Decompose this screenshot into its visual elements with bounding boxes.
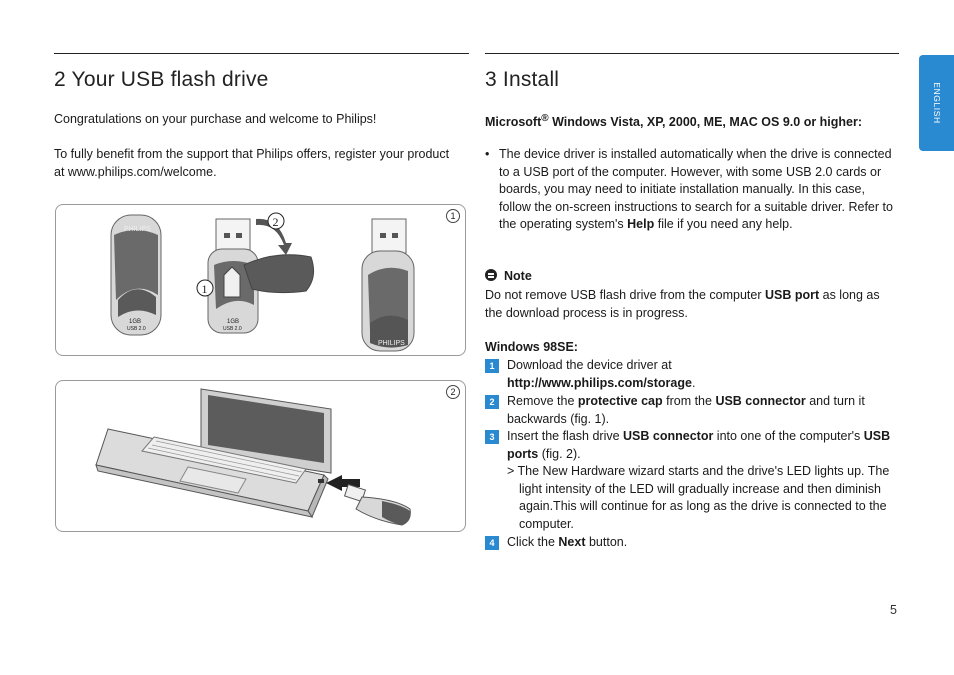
note-text-b: as long as the download process is in pr… [485, 288, 880, 320]
step-4-next: Next [558, 535, 586, 549]
step-3-text-a: Insert the flash drive [507, 429, 624, 443]
usb-text-2: USB 2.0 [223, 326, 242, 332]
note-heading: Note [485, 268, 900, 286]
section-heading-usb-drive: 2 Your USB flash drive [54, 68, 269, 91]
page-number: 5 [890, 603, 897, 617]
note-icon [485, 269, 497, 281]
callout-2: 2 [273, 215, 279, 229]
note-text: Do not remove USB flash drive from the c… [485, 287, 900, 322]
language-tab: ENGLISH [919, 55, 954, 151]
step-2: 2 Remove the protective cap from the USB… [485, 393, 900, 428]
step-3-substep: > The New Hardware wizard starts and the… [507, 464, 890, 531]
language-tab-label: ENGLISH [931, 82, 942, 124]
figure-1-illustration: PHILIPS 1GB USB 2.0 1GB USB 2.0 1 2 [110, 212, 415, 352]
win98-heading: Windows 98SE: [485, 339, 578, 357]
step-4-end: button. [585, 535, 628, 549]
ms-title-a: Microsoft [485, 115, 542, 130]
win98-title: Windows 98SE: [485, 340, 578, 354]
ms-title-b: Windows Vista, XP, 2000, ME, MAC OS 9.0 … [548, 115, 863, 130]
step-2-number: 2 [485, 395, 499, 409]
step-1-end: . [691, 375, 696, 390]
registered-mark: ® [541, 113, 549, 124]
brand-text-1: PHILIPS [124, 226, 151, 233]
bullet-dot: • [485, 147, 490, 161]
step-1-number: 1 [485, 359, 499, 373]
step-1-text: Download the device driver at [507, 358, 672, 372]
usb-drive-rotating [207, 218, 315, 334]
figure-1-usb-drive: 1 PHILIPS 1GB USB 2.0 1GB USB 2.0 1 2 [55, 204, 466, 356]
step-3-mid: into one of the computer's [713, 429, 864, 443]
step-2-end: and turn it backwards (fig. 1). [507, 394, 865, 426]
driver-bullet: • The device driver is installed automat… [485, 146, 900, 234]
callout-1: 1 [202, 282, 208, 296]
note-text-a: Do not remove USB flash drive from the c… [485, 288, 765, 302]
step-4-number: 4 [485, 536, 499, 550]
register-text: To fully benefit from the support that P… [54, 147, 450, 179]
step-3-bold-2: USB ports [507, 429, 891, 461]
section-heading-install: 3 Install [485, 68, 560, 91]
left-top-rule [54, 53, 469, 54]
right-top-rule [485, 53, 899, 54]
figure-1-number: 1 [446, 209, 460, 223]
bullet-text-b: file if you need any help. [654, 217, 793, 231]
brand-text-3: PHILIPS [378, 340, 405, 347]
step-4-text-a: Click the [507, 535, 559, 549]
capacity-text-1: 1GB [129, 319, 141, 325]
usb-drive-capped [110, 214, 162, 336]
step-3: 3 Insert the flash drive USB connector i… [485, 428, 900, 463]
step-2-bold-2: USB connector [715, 394, 806, 408]
step-3-end: (fig. 2). [538, 446, 581, 461]
figure-2-number: 2 [446, 385, 460, 399]
step-3-number: 3 [485, 430, 499, 444]
step-2-bold-1: protective cap [577, 394, 663, 408]
bullet-help: Help [627, 217, 655, 231]
figure-2-illustration [95, 388, 411, 526]
bullet-text-a: The device driver is installed automatic… [499, 147, 893, 231]
capacity-text-2: 1GB [227, 319, 239, 325]
step-1: 1 Download the device driver at http://w… [485, 357, 900, 392]
note-title: Note [504, 269, 532, 283]
note-usb-port: USB port [764, 288, 820, 302]
step-4: 4 Click the Next button. [485, 534, 900, 552]
microsoft-heading: Microsoft® Windows Vista, XP, 2000, ME, … [485, 110, 885, 132]
step-2-mid: from the [662, 394, 716, 408]
usb-drive-inserting [343, 483, 411, 526]
usb-drive-cap-reversed [361, 218, 415, 352]
figure-2-laptop: 2 [55, 380, 466, 532]
storage-link[interactable]: http://www.philips.com/storage [507, 375, 692, 390]
step-2-text-a: Remove the [507, 394, 578, 408]
step-3-bold-1: USB connector [623, 429, 714, 443]
intro-text: Congratulations on your purchase and wel… [54, 112, 377, 126]
usb-text-1: USB 2.0 [127, 326, 146, 332]
